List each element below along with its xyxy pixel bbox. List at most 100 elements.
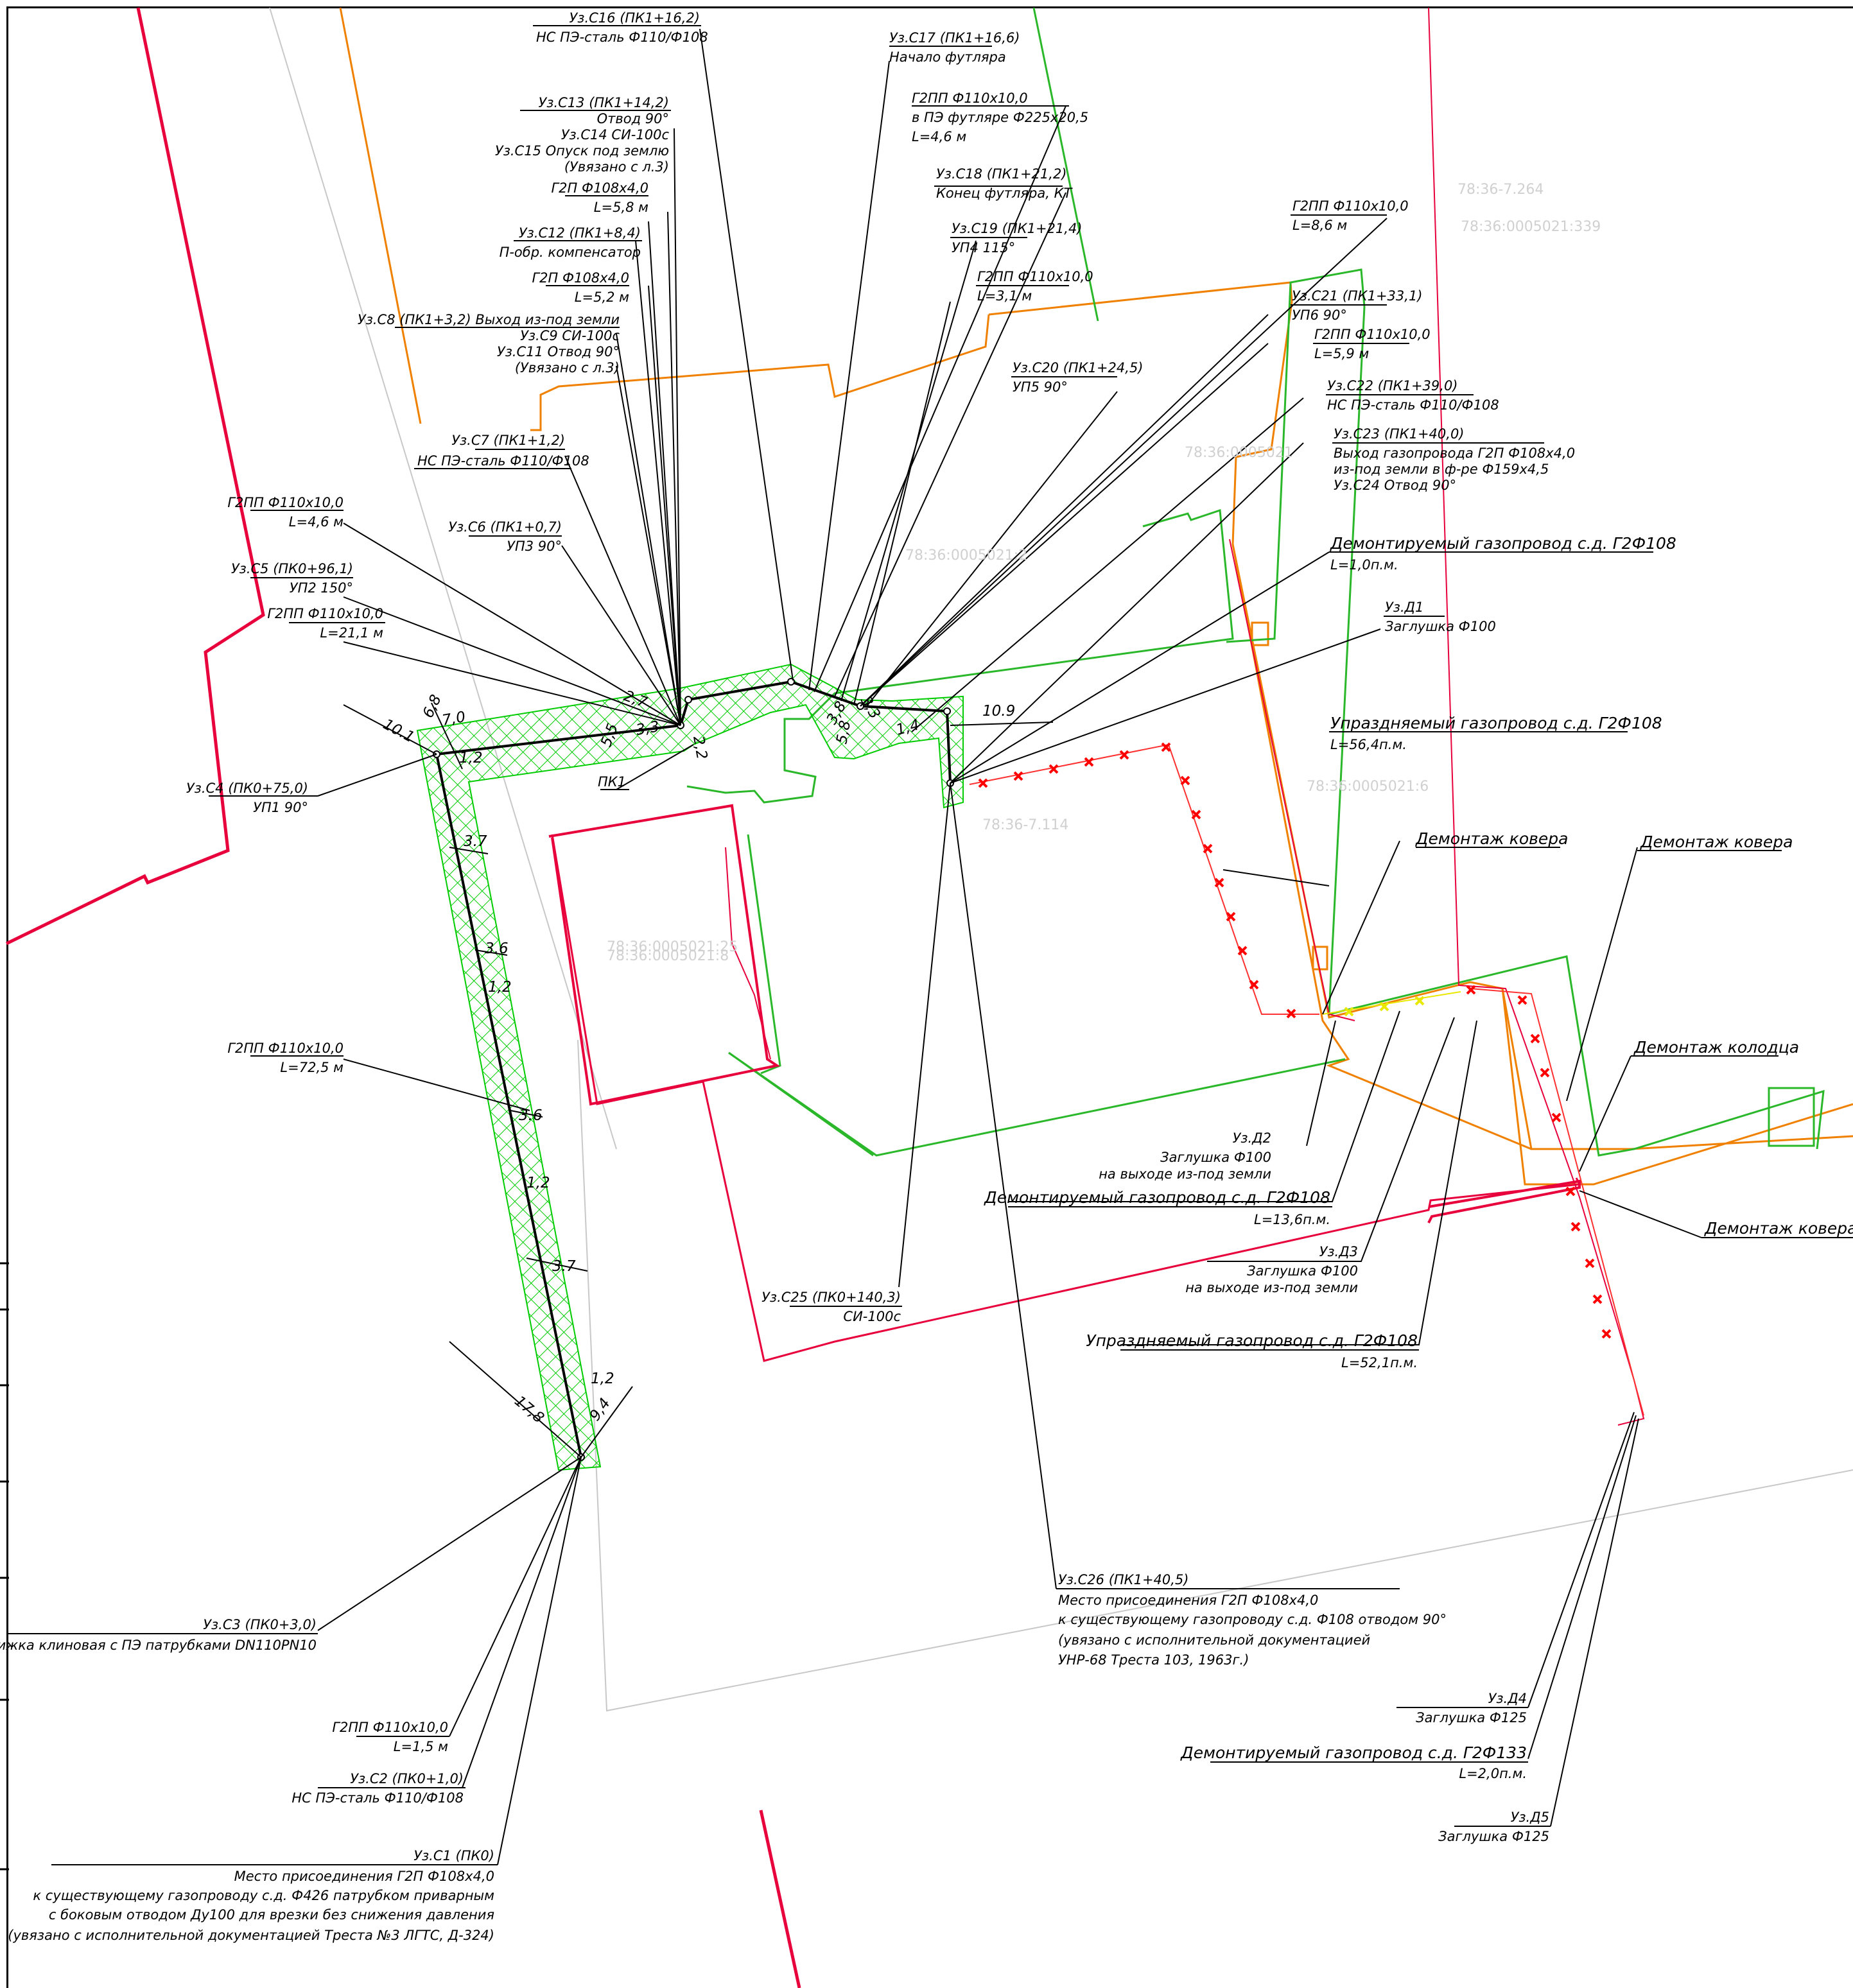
node-c23-label: Уз.С23 (ПК1+40,0) [1334, 426, 1465, 442]
pipe-casing-desc: в ПЭ футляре Ф225х20,5 [912, 110, 1088, 125]
node-c4-desc: УП1 90° [253, 800, 308, 815]
demolish-pipe-1-label: Демонтируемый газопровод с.д. Г2Ф108 [1330, 534, 1676, 553]
remove-cover-label-1: Демонтаж ковера [1415, 829, 1568, 848]
node-c1-desc: Место присоединения Г2П Ф108х4,0 [234, 1869, 494, 1884]
dim-value: 10.9 [982, 703, 1015, 720]
node-c1-desc2: к существующему газопроводу с.д. Ф426 па… [33, 1888, 494, 1903]
node-c18-desc: Конец футляра, КТ [936, 186, 1074, 201]
node-c26-desc2: к существующему газопроводу с.д. Ф108 от… [1058, 1612, 1447, 1627]
pipe-g2p-58-label: Г2П Ф108х4,0 [551, 180, 648, 196]
pipe-g2pp-46-label: Г2ПП Ф110х10,0 [227, 495, 344, 510]
dim-value: 1,2 [459, 750, 483, 766]
node-c18-label: Уз.С18 (ПК1+21,2) [936, 166, 1067, 182]
pipe-g2pp-725-label: Г2ПП Ф110х10,0 [227, 1041, 344, 1056]
yellow-marks [1322, 991, 1461, 1017]
demolish-pipe-3-length: L=2,0п.м. [1459, 1766, 1527, 1781]
node-d4-label: Уз.Д4 [1488, 1691, 1527, 1706]
abandon-pipe-1-length: L=56,4п.м. [1330, 737, 1407, 752]
dim-value: 1,2 [488, 979, 512, 996]
parcel-label: 78:36:0005021:6 [1307, 779, 1429, 795]
node-c1-desc3: с боковым отводом Ду100 для врезки без с… [49, 1907, 494, 1923]
node-d2-desc2: на выходе из-под земли [1099, 1166, 1271, 1182]
node-c20-desc: УП5 90° [1013, 379, 1068, 395]
node-c26-label: Уз.С26 (ПК1+40,5) [1058, 1572, 1189, 1587]
node-c12-desc: П-обр. компенсатор [500, 245, 641, 260]
node-c23-desc2: из-под земли в ф-ре Ф159х4,5 [1334, 462, 1549, 477]
pipe-g2p-52-label: Г2П Ф108х4,0 [532, 270, 629, 286]
label-underlines [6, 25, 1853, 1865]
node-d4-desc: Заглушка Ф125 [1416, 1710, 1527, 1725]
parcel-label: 78:36-7.264 [1457, 182, 1544, 198]
node-c26-desc3: (увязано с исполнительной документацией [1058, 1632, 1370, 1648]
node-c3-desc: Задвижка клиновая с ПЭ патрубками DN110P… [0, 1638, 317, 1653]
node-c14-label: Уз.С14 СИ-100с [561, 127, 670, 143]
pipe-casing-label: Г2ПП Ф110х10,0 [912, 91, 1028, 106]
node-c25-label: Уз.С25 (ПК0+140,3) [761, 1290, 901, 1305]
node-d2-desc: Заглушка Ф100 [1160, 1150, 1271, 1165]
node-c17-label: Уз.С17 (ПК1+16,6) [889, 30, 1020, 46]
remove-cover-label-3: Демонтаж ковера [1704, 1219, 1853, 1238]
abandon-pipe-1-label: Упраздняемый газопровод с.д. Г2Ф108 [1330, 714, 1662, 732]
node-d3-desc: Заглушка Ф100 [1247, 1263, 1358, 1279]
light-boundaries [269, 7, 1853, 1712]
node-d5-label: Уз.Д5 [1511, 1810, 1549, 1825]
dim-value: 3.7 [552, 1258, 576, 1275]
parcel-label: 78:36:0005021:339 [1461, 219, 1601, 235]
pipe-g2pp-59-length: L=5,9 м [1314, 346, 1369, 361]
node-c11-label: Уз.С11 Отвод 90° [497, 344, 620, 359]
node-c22-label: Уз.С22 (ПК1+39,0) [1327, 378, 1458, 393]
node-d3-label: Уз.Д3 [1319, 1244, 1358, 1259]
dim-value: 3,3 [635, 718, 661, 739]
node-c22-desc: НС ПЭ-сталь Ф110/Ф108 [1327, 397, 1499, 413]
demolish-pipe-2-length: L=13,6п.м. [1254, 1212, 1330, 1227]
annotations: Уз.С16 (ПК1+16,2) НС ПЭ-сталь Ф110/Ф108 … [0, 10, 1853, 1943]
pipe-g2pp-211-length: L=21,1 м [320, 625, 383, 641]
node-c1-label: Уз.С1 (ПК0) [413, 1848, 494, 1863]
node-c7-label: Уз.С7 (ПК1+1,2) [451, 433, 565, 448]
node-c16-label: Уз.С16 (ПК1+16,2) [570, 10, 700, 26]
dimension-lines [343, 702, 1054, 1458]
green-boundaries [686, 7, 1825, 1157]
abandon-pipe-2-length: L=52,1п.м. [1341, 1355, 1418, 1370]
node-d3-desc2: на выходе из-под земли [1185, 1280, 1358, 1295]
node-c1-desc4: (увязано с исполнительной документацией … [8, 1928, 494, 1943]
demolish-pipe-2-label: Демонтируемый газопровод с.д. Г2Ф108 [984, 1188, 1330, 1207]
node-d5-desc: Заглушка Ф125 [1438, 1829, 1549, 1844]
dim-value: 1,2 [526, 1175, 550, 1191]
node-c25-desc: СИ-100с [843, 1309, 901, 1324]
remove-well-label: Демонтаж колодца [1633, 1038, 1799, 1057]
node-c2-desc: НС ПЭ-сталь Ф110/Ф108 [291, 1790, 464, 1806]
node-c26-desc: Место присоединения Г2П Ф108х4,0 [1058, 1593, 1318, 1608]
dimension-values: 10.1 6,8 7,0 1,2 3.7 3.6 1,2 3.6 1,2 3.7… [380, 687, 1015, 1426]
pipe-g2pp-86-label: Г2ПП Ф110х10,0 [1292, 198, 1409, 214]
demolish-pipe-3-label: Демонтируемый газопровод с.д. Г2Ф133 [1180, 1743, 1527, 1762]
node-c19-desc: УП4 115° [952, 240, 1015, 255]
pipe-g2p-58-length: L=5,8 м [594, 200, 648, 215]
node-c11-note: (Увязано с л.3) [515, 360, 620, 376]
pipe-g2pp-46-length: L=4,6 м [289, 514, 344, 530]
parcel-label: 78:36:0005021 [1185, 445, 1293, 461]
dim-value: 17,8 [511, 1393, 547, 1427]
pipe-g2pp-59-label: Г2ПП Ф110х10,0 [1314, 327, 1431, 342]
parcel-label: 78:36:0005021:8 [607, 948, 729, 964]
node-c16-desc: НС ПЭ-сталь Ф110/Ф108 [536, 30, 708, 45]
node-c6-desc: УП3 90° [507, 539, 562, 554]
parcel-label: 78:36:0005021:2 [905, 548, 1027, 564]
node-c2-label: Уз.С2 (ПК0+1,0) [350, 1771, 464, 1786]
node-c9-label: Уз.С9 СИ-100с [520, 328, 620, 343]
pipe-g2p-52-length: L=5,2 м [575, 290, 629, 305]
dim-value: 7,0 [441, 709, 467, 729]
pipe-corridor [416, 663, 964, 1471]
node-c21-label: Уз.С21 (ПК1+33,1) [1292, 288, 1423, 304]
node-c12-label: Уз.С12 (ПК1+8,4) [519, 225, 641, 241]
demolish-marks [978, 742, 1612, 1339]
frame-ticks [0, 1262, 9, 1871]
node-c4-label: Уз.С4 (ПК0+75,0) [186, 781, 308, 796]
demolish-pipe-1-length: L=1,0п.м. [1330, 557, 1398, 573]
node-d1-desc: Заглушка Ф100 [1385, 619, 1496, 634]
pipe-g2pp-31-label: Г2ПП Ф110х10,0 [977, 269, 1093, 284]
abandon-pipe-2-label: Упраздняемый газопровод с.д. Г2Ф108 [1086, 1331, 1418, 1350]
pk1-label: ПК1 [598, 774, 626, 790]
red-boundary [5, 7, 801, 1988]
node-c5-label: Уз.С5 (ПК0+96,1) [231, 561, 353, 576]
